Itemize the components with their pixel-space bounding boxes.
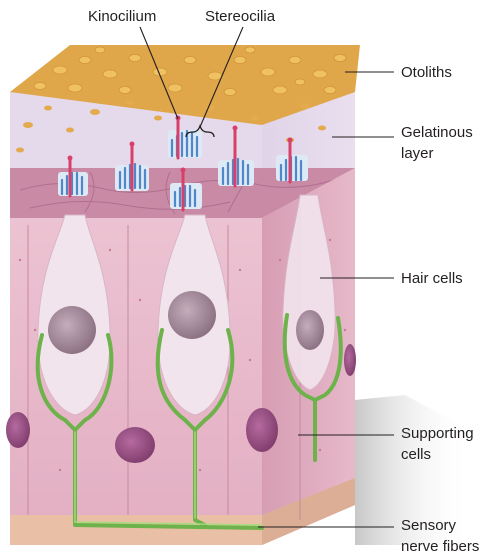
hair-cell-nucleus-3 [296, 310, 324, 350]
supporting-cell-nucleus-1 [6, 412, 30, 448]
label-gelatinous-line1: Gelatinous [401, 124, 473, 141]
supporting-cell-nucleus-4 [344, 344, 356, 376]
label-supporting-cells-line2: cells [401, 446, 431, 463]
label-stereocilia: Stereocilia [205, 8, 276, 25]
label-gelatinous-line2: layer [401, 145, 434, 162]
label-sensory-nerve-fibers-line2: nerve fibers [401, 538, 479, 555]
supporting-cell-nucleus-3 [246, 408, 278, 452]
label-hair-cells: Hair cells [401, 270, 463, 287]
supporting-cell-nucleus-2 [115, 427, 155, 463]
hair-cell-nucleus-2 [168, 291, 216, 339]
hair-cell-nucleus-1 [48, 306, 96, 354]
label-supporting-cells-line1: Supporting [401, 425, 474, 442]
label-kinocilium: Kinocilium [88, 8, 156, 25]
basement-layer [10, 515, 262, 545]
label-sensory-nerve-fibers-line1: Sensory [401, 517, 457, 534]
label-otoliths: Otoliths [401, 64, 452, 81]
